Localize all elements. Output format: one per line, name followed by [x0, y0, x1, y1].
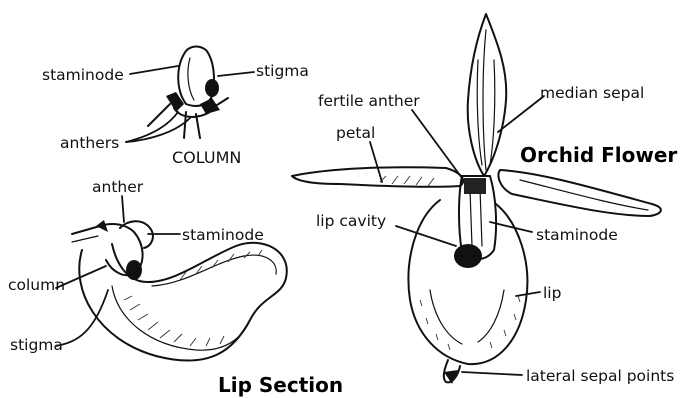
label-lateral-sepal-points: lateral sepal points [526, 367, 674, 385]
label-staminode-lip: staminode [182, 226, 264, 244]
label-stigma-column: stigma [256, 62, 309, 80]
label-anthers: anthers [60, 134, 119, 152]
label-median-sepal: median sepal [540, 84, 644, 102]
label-staminode-column: staminode [42, 66, 124, 84]
label-fertile-anther: fertile anther [318, 92, 420, 110]
lip-section-drawing [56, 196, 287, 361]
label-column-caps: COLUMN [172, 148, 241, 167]
column-detail-drawing [126, 47, 254, 142]
label-column-lip: column [8, 276, 65, 294]
label-lip-cavity: lip cavity [316, 212, 386, 230]
label-petal: petal [336, 124, 375, 142]
label-staminode-flower: staminode [536, 226, 618, 244]
lip-section-title: Lip Section [218, 373, 343, 397]
orchid-flower-drawing [292, 14, 661, 384]
label-lip: lip [543, 284, 561, 302]
label-stigma-lip: stigma [10, 336, 63, 354]
orchid-flower-title: Orchid Flower [520, 143, 677, 167]
label-anther-lip: anther [92, 178, 144, 196]
